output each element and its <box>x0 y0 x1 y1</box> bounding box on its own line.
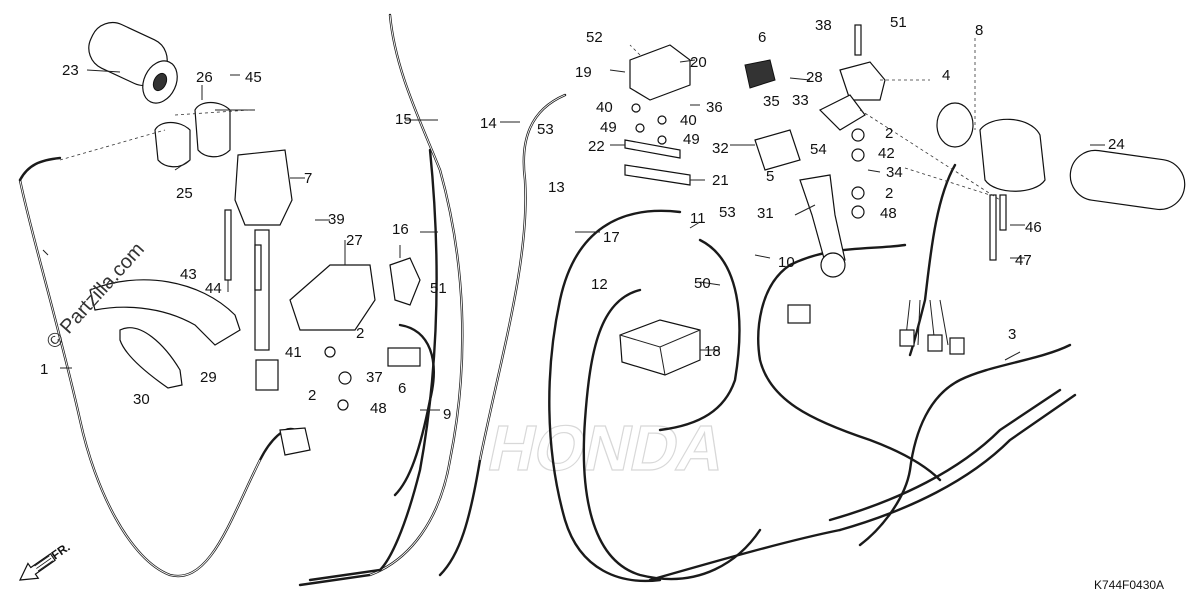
callout-18: 18 <box>704 343 721 360</box>
part-7-switch <box>234 149 293 391</box>
callout-2-d: 2 <box>885 185 893 202</box>
callout-25: 25 <box>176 185 193 202</box>
callout-19: 19 <box>575 64 592 81</box>
callout-54: 54 <box>810 141 827 158</box>
callout-20: 20 <box>690 54 707 71</box>
cables <box>18 13 1077 587</box>
callout-37: 37 <box>366 369 383 386</box>
callout-40-b: 40 <box>680 112 697 129</box>
callout-7: 7 <box>304 170 312 187</box>
callout-8: 8 <box>975 22 983 39</box>
callout-53-b: 53 <box>719 204 736 221</box>
part-6-pad <box>744 59 776 89</box>
callout-42: 42 <box>878 145 895 162</box>
part-21-plate <box>624 164 691 186</box>
callout-1: 1 <box>40 361 48 378</box>
callout-12: 12 <box>591 276 608 293</box>
callout-16: 16 <box>392 221 409 238</box>
callout-36: 36 <box>706 99 723 116</box>
part-18-module <box>619 319 701 376</box>
callout-13: 13 <box>548 179 565 196</box>
callout-28: 28 <box>806 69 823 86</box>
part-23-grip <box>88 21 178 104</box>
callout-32: 32 <box>712 140 729 157</box>
callout-53-a: 53 <box>537 121 554 138</box>
callout-15: 15 <box>395 111 412 128</box>
callout-35: 35 <box>763 93 780 110</box>
callout-46: 46 <box>1025 219 1042 236</box>
callout-51: 51 <box>430 280 447 297</box>
callout-45: 45 <box>245 69 262 86</box>
callout-2-b: 2 <box>308 387 316 404</box>
part-6-box <box>387 347 421 367</box>
part-26-clamp <box>194 101 231 158</box>
callout-27: 27 <box>346 232 363 249</box>
callout-23: 23 <box>62 62 79 79</box>
callout-5: 5 <box>766 168 774 185</box>
callout-2-c: 2 <box>885 125 893 142</box>
callout-41: 41 <box>285 344 302 361</box>
callout-21: 21 <box>712 172 729 189</box>
part-10-connector <box>787 304 811 324</box>
callout-2-a: 2 <box>356 325 364 342</box>
callout-40-a: 40 <box>596 99 613 116</box>
parts <box>42 21 1186 456</box>
callout-47: 47 <box>1015 252 1032 269</box>
callout-26: 26 <box>196 69 213 86</box>
callout-3: 3 <box>1008 326 1016 343</box>
part-20-cover <box>629 44 691 101</box>
part-1-connector <box>279 427 311 456</box>
part-16-part <box>389 257 421 306</box>
callout-9: 9 <box>443 406 451 423</box>
part-29-lever <box>89 279 241 346</box>
callout-24: 24 <box>1108 136 1125 153</box>
part-24-grip <box>1069 149 1186 211</box>
callout-43: 43 <box>180 266 197 283</box>
part-30-cover <box>119 327 183 389</box>
part-25-clamp <box>154 121 191 168</box>
part-27-bracket <box>289 264 376 331</box>
callout-6-b: 6 <box>758 29 766 46</box>
part-8-switch <box>979 118 1046 192</box>
part-32-bracket <box>754 129 801 171</box>
part-28-holder <box>839 61 886 101</box>
callout-38: 38 <box>815 17 832 34</box>
callout-17: 17 <box>603 229 620 246</box>
callout-4: 4 <box>942 67 950 84</box>
callout-31: 31 <box>757 205 774 222</box>
callout-10: 10 <box>778 254 795 271</box>
leader-lines <box>59 38 1105 411</box>
callout-14: 14 <box>480 115 497 132</box>
callout-34: 34 <box>886 164 903 181</box>
callout-30: 30 <box>133 391 150 408</box>
callout-51-b: 51 <box>890 14 907 31</box>
callout-44: 44 <box>205 280 222 297</box>
callout-49-b: 49 <box>683 131 700 148</box>
part-31-lever <box>799 174 846 263</box>
callout-6-a: 6 <box>398 380 406 397</box>
callout-11: 11 <box>690 210 706 227</box>
callout-49-a: 49 <box>600 119 617 136</box>
front-arrow-icon <box>18 552 56 581</box>
diagram-ref: K744F0430A <box>1094 578 1164 592</box>
wiring-harness <box>908 163 957 357</box>
callout-39: 39 <box>328 211 345 228</box>
callout-numbers: 23 26 45 25 7 39 43 44 27 16 51 2 41 37 … <box>40 14 1125 423</box>
callout-52: 52 <box>586 29 603 46</box>
part-33-holder <box>818 94 866 131</box>
part-4-collar <box>936 102 974 148</box>
part-22-plate <box>624 139 681 159</box>
callout-22: 22 <box>588 138 605 155</box>
callout-48-b: 48 <box>880 205 897 222</box>
callout-29: 29 <box>200 369 217 386</box>
callout-50: 50 <box>694 275 711 292</box>
callout-48-a: 48 <box>370 400 387 417</box>
callout-33: 33 <box>792 92 809 109</box>
